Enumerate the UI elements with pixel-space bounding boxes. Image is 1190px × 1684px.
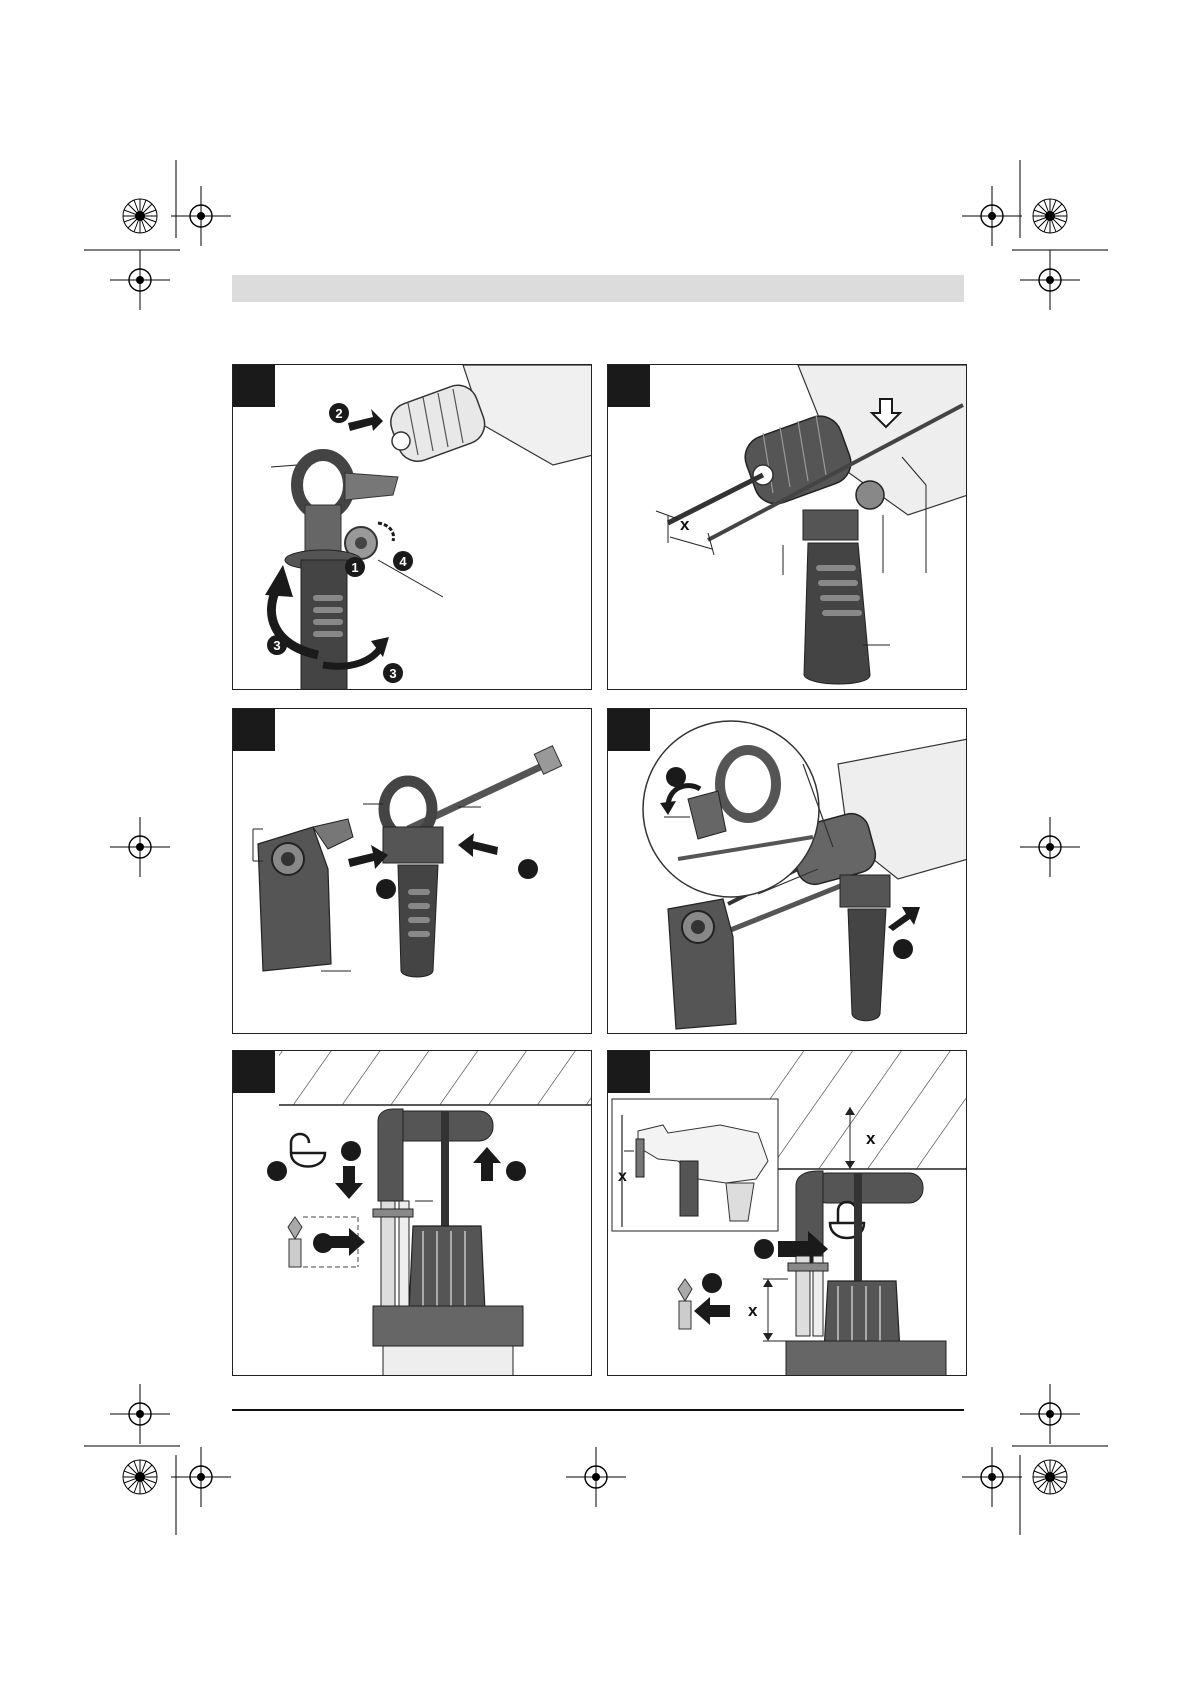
header-bar (232, 275, 964, 302)
wall-plug-icon (288, 1217, 302, 1267)
callout-1: 1 (351, 560, 358, 575)
handle-mount-illustration: 2 3 3 (233, 365, 592, 690)
callout-3-left: 3 (273, 638, 280, 653)
drill-dimension-x-label: x (748, 1301, 758, 1320)
callout-4: 4 (399, 554, 407, 569)
figure-panel-e (232, 1050, 592, 1376)
callout-2: 2 (335, 406, 342, 421)
callout-3-right: 3 (389, 666, 396, 681)
depth-stop-illustration: x (608, 365, 967, 690)
figure-panel-f: x x (607, 1050, 967, 1376)
unlock-icon (291, 1134, 325, 1167)
footer-rule (232, 1409, 964, 1411)
figure-panel-a: 2 3 3 (232, 364, 592, 690)
wall-plug-icon (678, 1279, 692, 1329)
figure-panel-c (232, 708, 592, 1034)
depth-setting-lock-illustration: x x (608, 1051, 967, 1376)
depth-setting-unlock-illustration (233, 1051, 592, 1376)
dust-extractor-attached-illustration (608, 709, 967, 1034)
dust-extractor-assembly-illustration (233, 709, 592, 1034)
figure-panel-b: x (607, 364, 967, 690)
dimension-x-label: x (680, 515, 690, 534)
inset-dimension-x-label: x (618, 1168, 627, 1185)
figure-panel-d (607, 708, 967, 1034)
depth-dimension-x-label: x (866, 1129, 876, 1148)
